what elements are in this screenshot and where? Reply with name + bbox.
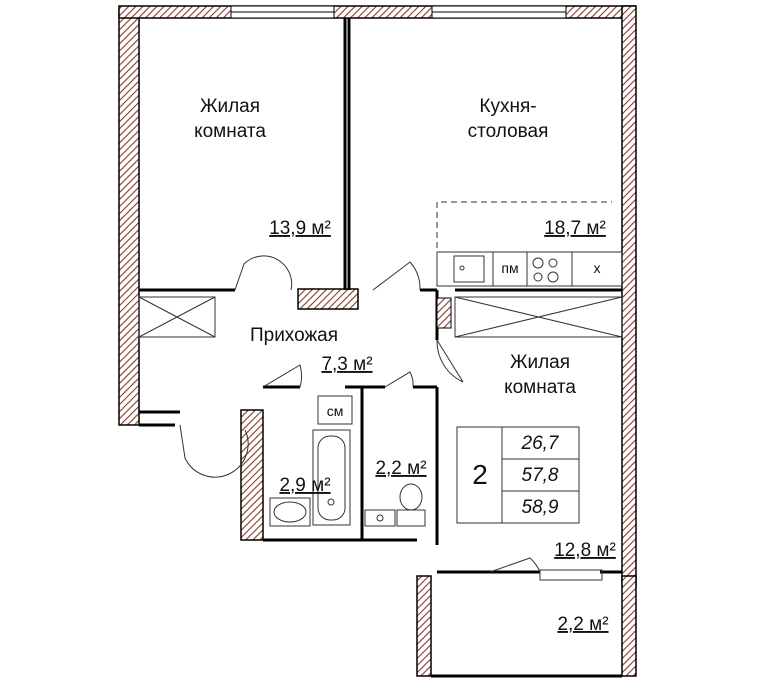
wc-area: 2,2 м² (375, 458, 426, 479)
kitchen-area: 18,7 м² (544, 218, 606, 239)
total-area-with-balcony: 58,9 (522, 497, 559, 518)
wall-right (621, 5, 637, 587)
kitchen-counter (436, 251, 623, 287)
living2-name-1: Жилая (510, 352, 570, 373)
living2-name-2: комната (504, 377, 576, 398)
wardrobes (138, 296, 623, 338)
doors (179, 255, 541, 573)
small-column (436, 297, 452, 329)
total-area: 57,8 (522, 465, 559, 486)
hall-area: 7,3 м² (321, 354, 372, 375)
washer-box (317, 395, 353, 425)
living2-area: 12,8 м² (554, 540, 616, 561)
partitions (139, 18, 622, 678)
kitchen-name-2: столовая (468, 121, 549, 142)
wardrobe-bedroom (454, 296, 623, 338)
wall-left (118, 9, 140, 426)
hob-icon (532, 257, 544, 269)
summary-table (456, 426, 580, 524)
exterior-walls (118, 5, 637, 677)
bath-fixtures (269, 395, 426, 527)
rooms-count: 2 (472, 459, 488, 490)
balcony-rail (539, 569, 603, 581)
windows (230, 5, 567, 19)
living-area-total: 26,7 (521, 433, 560, 454)
bath-area: 2,9 м² (279, 475, 330, 496)
fridge-label: х (594, 260, 601, 276)
balcony-area: 2,2 м² (557, 614, 608, 635)
toilet-icon (396, 509, 426, 527)
column (297, 288, 359, 310)
living1-name-1: Жилая (200, 96, 260, 117)
wardrobe-hall (138, 296, 216, 338)
washer-label: см (327, 403, 344, 419)
kitchen-name-1: Кухня- (479, 96, 536, 117)
bathtub-icon (312, 429, 351, 526)
balcony-wall-left (416, 575, 432, 677)
hall-name: Прихожая (250, 325, 338, 346)
sink-icon (453, 255, 485, 283)
washbasin-icon (269, 497, 311, 527)
kitchen-zone (436, 201, 623, 287)
wet-zone-wall-left (240, 409, 264, 541)
living1-area: 13,9 м² (269, 218, 331, 239)
living1-name-2: комната (194, 121, 266, 142)
balcony-wall-right (621, 575, 637, 677)
dishwasher-label: пм (501, 260, 518, 276)
